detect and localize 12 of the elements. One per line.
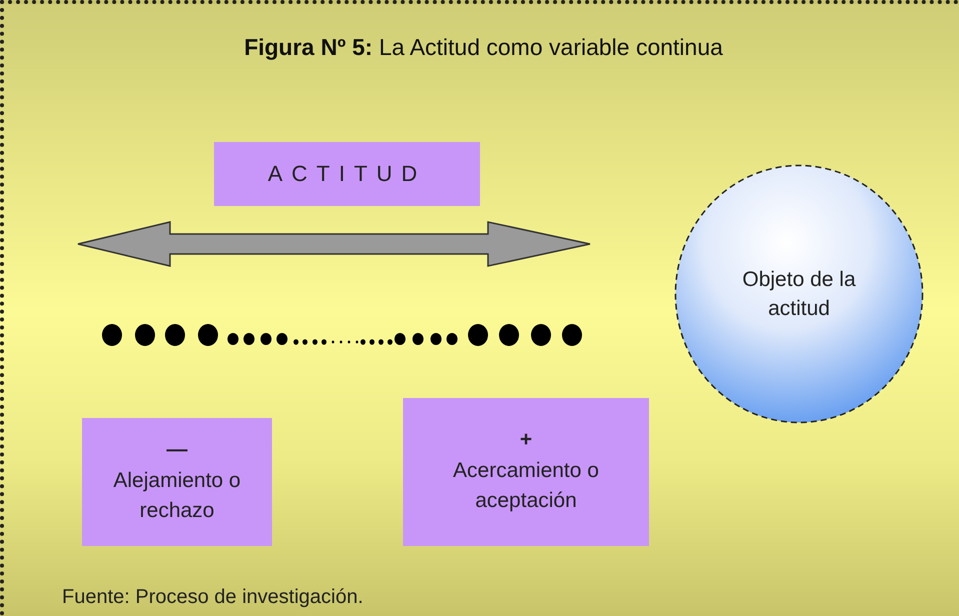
pole-box	[82, 418, 272, 546]
object-circle	[674, 164, 924, 424]
node-label: ACTITUD	[268, 161, 426, 187]
title: Figura Nº 5: La Actitud como variable continua	[243, 34, 724, 61]
sign-symbol: —	[166, 439, 188, 460]
caption: Fuente: Proceso de investigación.	[62, 586, 364, 609]
attitude-box	[214, 142, 480, 206]
node-label: Acercamiento o aceptación	[452, 458, 600, 514]
sign-symbol: +	[520, 429, 532, 450]
pole-box	[403, 398, 649, 546]
node-label: Objeto de la actitud	[741, 266, 857, 322]
node-label: Alejamiento o rechazo	[112, 468, 242, 524]
